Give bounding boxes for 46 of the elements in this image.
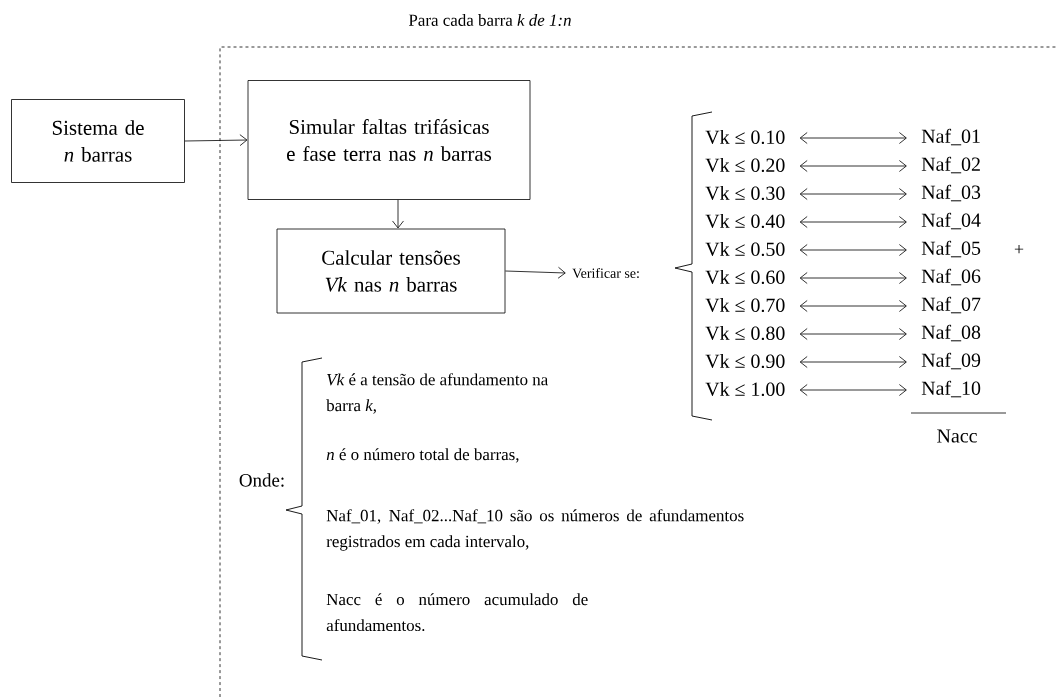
arrow [799, 300, 907, 312]
definition-text: Nacc é o número acumulado de afundamentos. [326, 593, 588, 632]
count-text: Naf_03 [921, 184, 981, 202]
condition-text: Vk ≤ 0.90 [705, 353, 785, 369]
arrow [799, 384, 907, 396]
condition-text: Vk ≤ 0.60 [705, 269, 785, 285]
condition-text: Vk ≤ 0.50 [705, 241, 785, 257]
count-text: Naf_09 [921, 352, 981, 370]
process-box: Calcular tensões Vk nas n barras [276, 228, 506, 314]
arrow [799, 188, 907, 200]
arrow [799, 272, 907, 284]
condition-text: Vk ≤ 0.20 [705, 157, 785, 173]
total-text: Nacc [937, 429, 977, 443]
definition-text: n é o número total de barras, [326, 448, 519, 463]
count-text: Naf_07 [921, 296, 981, 314]
arrow [799, 216, 907, 228]
plus-sign: + [1014, 244, 1024, 254]
step-text: Verificar se: [572, 268, 639, 279]
arrow [392, 199, 404, 229]
condition-text: Vk ≤ 1.00 [705, 381, 785, 397]
count-text: Naf_02 [921, 156, 980, 174]
condition-text: Vk ≤ 0.30 [705, 185, 785, 201]
arrow [505, 266, 566, 279]
where-label: Onde: [239, 473, 284, 487]
count-text: Naf_04 [921, 212, 981, 230]
definition-text: Naf_01, Naf_02...Naf_10 são os números de afundamentos registrados em cada intervalo, [326, 509, 744, 551]
arrow [799, 328, 907, 340]
arrow [799, 132, 907, 144]
loop-heading: Para cada barra k de 1:n [408, 14, 571, 26]
arrow [184, 134, 248, 146]
count-text: Naf_01 [921, 128, 980, 146]
process-box: Sistema de n barras [11, 99, 185, 183]
arrow [799, 356, 907, 368]
condition-text: Vk ≤ 0.10 [705, 129, 785, 145]
arrow [799, 160, 907, 172]
process-box: Simular faltas trifásicas e fase terra nas n barras [247, 80, 531, 200]
definition-text: Vk é a tensão de afundamento na barra k, [326, 373, 548, 414]
arrow [799, 244, 907, 256]
count-text: Naf_08 [921, 324, 981, 342]
count-text: Naf_05 [921, 240, 981, 258]
condition-text: Vk ≤ 0.70 [705, 297, 785, 313]
count-text: Naf_06 [921, 268, 981, 286]
count-text: Naf_10 [921, 380, 981, 398]
condition-text: Vk ≤ 0.40 [705, 213, 785, 229]
loop-frame [219, 46, 1058, 697]
condition-text: Vk ≤ 0.80 [705, 325, 785, 341]
